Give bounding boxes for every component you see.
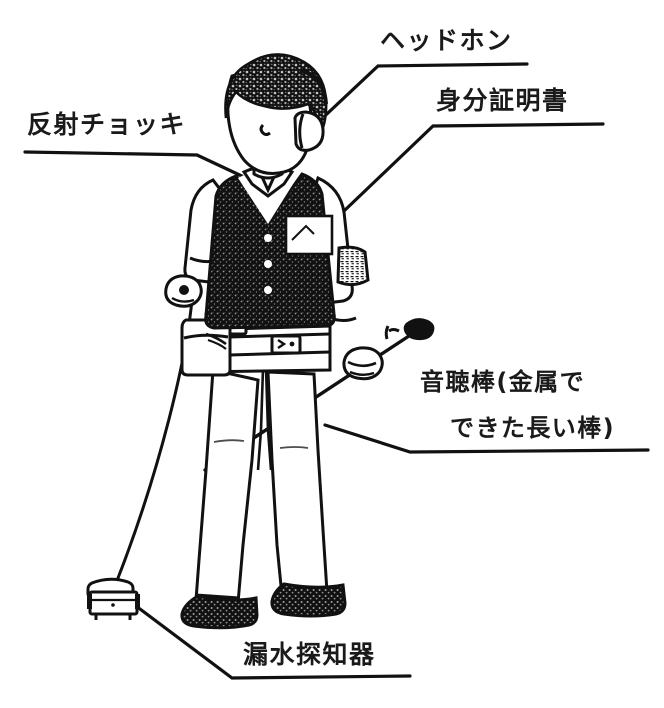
- leak-detector-unit: [86, 577, 140, 620]
- leader-headphone: [311, 62, 529, 129]
- label-reflective-vest: 反射チョッキ: [27, 110, 187, 139]
- label-listening-rod-line2: できた長い棒): [450, 414, 616, 442]
- work-shoes: [180, 582, 347, 630]
- id-badge: [284, 214, 334, 256]
- armband: [336, 245, 370, 287]
- label-headphone: ヘッドホン: [380, 26, 513, 55]
- trousers: [194, 367, 329, 605]
- label-leak-detector: 漏水探知器: [243, 640, 376, 669]
- label-listening-rod-line1: 音聴棒(金属で: [420, 368, 586, 396]
- belt-buckle: [270, 334, 302, 355]
- head: [224, 53, 328, 180]
- reflective-vest: [204, 172, 336, 330]
- label-id-card: 身分証明書: [436, 86, 569, 115]
- leader-leak-detector: [126, 598, 412, 680]
- leader-listening-rod: [323, 423, 650, 454]
- left-hand-holding-cable: [164, 274, 203, 308]
- leader-reflective-vest: [23, 150, 248, 180]
- right-hand-holding-rod: [342, 346, 384, 381]
- headphone: [293, 68, 328, 152]
